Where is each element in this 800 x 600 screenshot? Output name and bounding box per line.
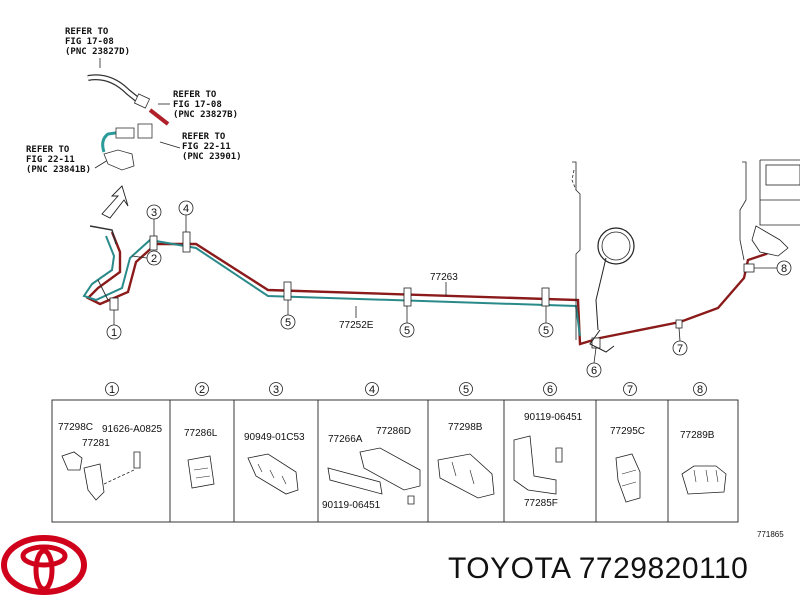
svg-text:90119-06451: 90119-06451	[322, 500, 381, 511]
pipe-label-lower: 77252E	[339, 320, 374, 331]
reference-leaders	[94, 58, 181, 169]
diagram-callouts: 3 4 2 1 5 5 5	[106, 200, 792, 378]
table-header-8: 8	[693, 382, 707, 396]
direction-arrow-icon	[101, 185, 129, 219]
fuel-pipe-run	[82, 225, 781, 346]
svg-text:1: 1	[111, 327, 117, 339]
svg-text:5: 5	[463, 384, 469, 396]
table-cell-2: 77286L	[184, 428, 218, 489]
svg-text:90119-06451: 90119-06451	[524, 412, 583, 423]
svg-text:FIG 22-11: FIG 22-11	[26, 155, 75, 165]
svg-text:REFER TO: REFER TO	[173, 90, 217, 100]
pipe-label-upper: 77263	[430, 272, 458, 283]
svg-text:REFER TO: REFER TO	[182, 132, 226, 142]
svg-text:8: 8	[781, 263, 787, 275]
parts-table: 1 2 3 4 5 6 7 8 77298C 91626-A0825 77281	[51, 382, 739, 523]
svg-text:77289B: 77289B	[680, 430, 715, 441]
svg-text:REFER TO: REFER TO	[65, 27, 109, 37]
svg-text:5: 5	[404, 325, 410, 337]
reference-note-23841b: REFER TO FIG 22-11 (PNC 23841B)	[26, 145, 91, 175]
svg-text:77295C: 77295C	[610, 426, 645, 437]
svg-text:77285F: 77285F	[524, 498, 558, 509]
callout-2: 2	[131, 250, 162, 266]
svg-text:(PNC 23901): (PNC 23901)	[182, 152, 242, 162]
table-header-1: 1	[105, 382, 119, 396]
callout-5c: 5	[538, 306, 554, 338]
reference-note-23827d: REFER TO FIG 17-08 (PNC 23827D)	[65, 27, 130, 57]
toyota-logo-icon	[1, 535, 87, 595]
svg-text:5: 5	[543, 325, 549, 337]
frame-outline	[571, 159, 800, 340]
table-cell-8: 77289B	[680, 430, 727, 495]
svg-text:6: 6	[547, 384, 553, 396]
catalog-code: 771865	[757, 530, 784, 539]
svg-text:77281: 77281	[82, 438, 110, 449]
svg-text:90949-01C53: 90949-01C53	[244, 432, 305, 443]
svg-text:(PNC 23827D): (PNC 23827D)	[65, 47, 130, 57]
callout-6: 6	[586, 347, 602, 378]
table-header-6: 6	[543, 382, 557, 396]
table-cell-5: 77298B	[437, 422, 495, 499]
callout-4: 4	[178, 200, 194, 232]
svg-text:7: 7	[627, 384, 633, 396]
svg-text:77286D: 77286D	[376, 426, 411, 437]
table-cell-6: 90119-06451 77285F	[513, 412, 583, 509]
part-number-title: TOYOTA 7729820110	[448, 552, 749, 585]
svg-text:3: 3	[273, 384, 279, 396]
table-header-4: 4	[365, 382, 379, 396]
table-cell-3: 90949-01C53	[244, 432, 305, 495]
table-cell-4: 77266A 77286D 90119-06451	[322, 426, 421, 511]
svg-text:FIG 22-11: FIG 22-11	[182, 142, 231, 152]
callout-1: 1	[106, 310, 122, 340]
svg-text:1: 1	[109, 384, 115, 396]
svg-text:7: 7	[677, 343, 683, 355]
svg-text:5: 5	[285, 317, 291, 329]
svg-text:3: 3	[151, 207, 157, 219]
callout-3: 3	[146, 204, 162, 236]
svg-text:2: 2	[151, 253, 157, 265]
svg-text:REFER TO: REFER TO	[26, 145, 70, 155]
table-cell-7: 77295C	[610, 426, 645, 503]
svg-text:(PNC 23827B): (PNC 23827B)	[173, 110, 238, 120]
svg-text:FIG 17-08: FIG 17-08	[173, 100, 222, 110]
svg-text:FIG 17-08: FIG 17-08	[65, 37, 114, 47]
svg-text:6: 6	[591, 365, 597, 377]
table-cell-1: 77298C 91626-A0825 77281	[58, 422, 162, 501]
svg-text:2: 2	[199, 384, 205, 396]
svg-text:77266A: 77266A	[328, 434, 363, 445]
callout-7: 7	[672, 327, 688, 356]
table-header-7: 7	[623, 382, 637, 396]
callout-5a: 5	[280, 300, 296, 330]
svg-text:91626-A0825: 91626-A0825	[102, 424, 162, 435]
table-header-2: 2	[195, 382, 209, 396]
reference-note-23901: REFER TO FIG 22-11 (PNC 23901)	[182, 132, 242, 162]
svg-text:4: 4	[369, 384, 375, 396]
svg-text:8: 8	[697, 384, 703, 396]
filler-hose-assembly	[87, 74, 170, 171]
table-header-3: 3	[269, 382, 283, 396]
svg-text:77298B: 77298B	[448, 422, 483, 433]
svg-text:77286L: 77286L	[184, 428, 218, 439]
callout-8: 8	[754, 260, 792, 276]
circular-fitting	[589, 227, 635, 353]
reference-note-23827b: REFER TO FIG 17-08 (PNC 23827B)	[173, 90, 238, 120]
svg-text:4: 4	[183, 203, 189, 215]
svg-text:77298C: 77298C	[58, 422, 93, 433]
callout-5b: 5	[399, 306, 415, 338]
table-header-5: 5	[459, 382, 473, 396]
pipe-clamps	[109, 231, 755, 349]
svg-text:(PNC 23841B): (PNC 23841B)	[26, 165, 91, 175]
